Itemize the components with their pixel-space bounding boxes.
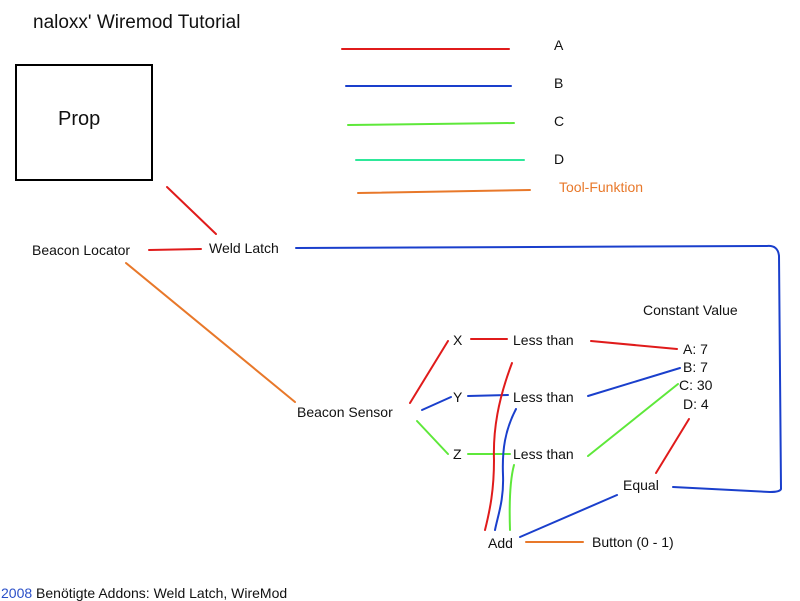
node-beacon-locator: Beacon Locator	[32, 242, 131, 258]
node-const-d: D: 4	[683, 396, 709, 412]
wire-add-equal	[519, 494, 618, 538]
diagram-title: naloxx' Wiremod Tutorial	[33, 12, 241, 33]
legend-label-a: A	[554, 37, 564, 53]
legend-label-d: D	[554, 151, 565, 167]
wire-lessthan3-add	[508, 464, 515, 531]
prop-label: Prop	[58, 108, 101, 130]
wire-lessthan1-consta	[590, 340, 678, 350]
node-less-than-1: Less than	[513, 332, 574, 348]
node-button: Button (0 - 1)	[592, 534, 674, 550]
legend-line-c	[347, 122, 515, 126]
node-less-than-3: Less than	[513, 446, 574, 462]
node-const-b: B: 7	[683, 359, 708, 375]
wire-weldlatch-equal	[295, 244, 783, 494]
legend-label-tool: Tool-Funktion	[559, 179, 644, 195]
wire-locator-sensor	[125, 262, 296, 403]
footer-text: Benötigte Addons: Weld Latch, WireMod	[36, 585, 288, 601]
legend-label-c: C	[554, 113, 565, 129]
wire-lessthan1-add	[484, 362, 513, 531]
wire-lessthan2-constb	[587, 367, 681, 397]
node-y: Y	[453, 389, 463, 405]
node-constant-value: Constant Value	[643, 302, 738, 318]
wire-lessthan2-add	[494, 408, 517, 531]
wire-constd-equal	[655, 418, 690, 474]
wire-sensor-x	[409, 340, 449, 404]
node-weld-latch: Weld Latch	[209, 240, 279, 256]
wire-sensor-z	[416, 420, 449, 455]
node-add: Add	[488, 535, 513, 551]
node-const-c: C: 30	[679, 377, 713, 393]
footer: 2008 Benötigte Addons: Weld Latch, WireM…	[1, 585, 287, 601]
node-equal: Equal	[623, 477, 659, 493]
legend-label-b: B	[554, 75, 564, 91]
prop-box	[15, 64, 153, 181]
wire-lessthan3-constc	[587, 383, 679, 457]
footer-year: 2008	[1, 585, 33, 601]
legend-line-tool	[357, 189, 531, 194]
wire-sensor-y	[421, 396, 452, 411]
node-x: X	[453, 332, 463, 348]
node-beacon-sensor: Beacon Sensor	[297, 404, 393, 420]
node-const-a: A: 7	[683, 341, 708, 357]
wire-prop-weldlatch	[166, 186, 217, 235]
node-less-than-2: Less than	[513, 389, 574, 405]
wire-locator-weldlatch	[148, 248, 202, 251]
node-z: Z	[453, 446, 462, 462]
